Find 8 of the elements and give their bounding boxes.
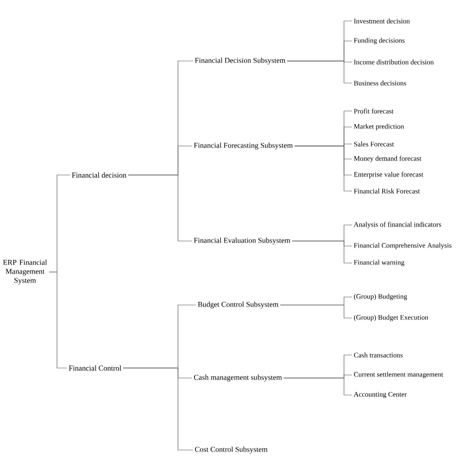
bracket-connector — [280, 304, 352, 318]
bracket-connector — [292, 240, 352, 264]
bracket-connector — [294, 146, 352, 192]
bracket-connector — [128, 174, 192, 242]
bracket-connector — [283, 378, 352, 396]
bracket-connector — [48, 272, 68, 368]
bracket-connector — [122, 368, 194, 450]
bracket-connector — [286, 60, 352, 84]
